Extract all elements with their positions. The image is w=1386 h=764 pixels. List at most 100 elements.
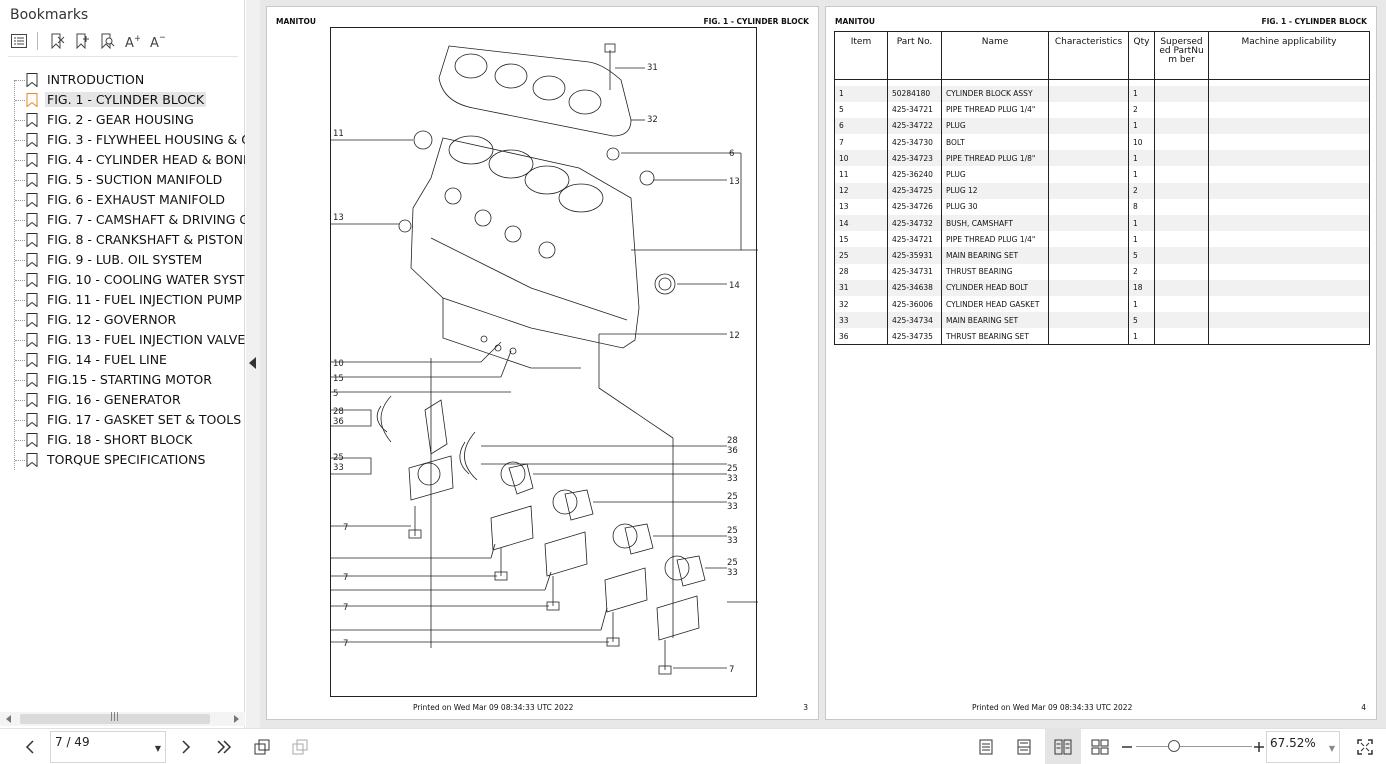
cell-superseded <box>1154 215 1209 232</box>
bookmark-item[interactable]: FIG. 8 - CRANKSHAFT & PISTON <box>0 230 245 250</box>
zoom-in-button[interactable] <box>1249 737 1269 757</box>
page-number-selector[interactable]: 7 / 49 ▼ <box>50 731 166 763</box>
zoom-slider-thumb[interactable] <box>1168 740 1180 752</box>
bookmark-item[interactable]: TORQUE SPECIFICATIONS <box>0 450 245 470</box>
bookmark-icon <box>26 293 38 307</box>
diagram-callout-label: 7 <box>343 603 348 613</box>
two-page-view-button[interactable] <box>1053 737 1073 757</box>
bookmark-item[interactable]: FIG.15 - STARTING MOTOR <box>0 370 245 390</box>
page-figure-title: FIG. 1 - CYLINDER BLOCK <box>703 17 809 26</box>
cell-part-no: 425-34721 <box>887 231 942 248</box>
sidebar-collapse-strip[interactable] <box>246 0 260 728</box>
cell-machine-applicability <box>1208 182 1370 199</box>
sidebar-horizontal-scrollbar[interactable]: ||| <box>0 712 245 726</box>
cell-qty: 1 <box>1128 85 1155 102</box>
bookmark-item[interactable]: FIG. 6 - EXHAUST MANIFOLD <box>0 190 245 210</box>
cell-item: 7 <box>834 134 888 151</box>
bookmark-item[interactable]: FIG. 4 - CYLINDER HEAD & BONNET <box>0 150 245 170</box>
fullscreen-button[interactable] <box>1355 737 1375 757</box>
bookmark-label: FIG. 17 - GASKET SET & TOOLS <box>47 412 242 427</box>
bookmark-item[interactable]: FIG. 12 - GOVERNOR <box>0 310 245 330</box>
bookmark-icon <box>26 213 38 227</box>
find-bookmark-icon[interactable] <box>96 30 118 52</box>
document-viewer[interactable]: MANITOU FIG. 1 - CYLINDER BLOCK <box>260 0 1386 728</box>
previous-page-button[interactable] <box>20 737 40 757</box>
fullscreen-icon <box>1357 739 1373 755</box>
page-3: MANITOU FIG. 1 - CYLINDER BLOCK <box>266 6 819 720</box>
rotate-view-button[interactable] <box>252 737 272 757</box>
cell-part-no: 425-35931 <box>887 247 942 264</box>
tree-connector <box>15 360 25 361</box>
diagram-callout-label: 36 <box>333 417 344 427</box>
scroll-left-icon[interactable] <box>6 715 12 723</box>
bookmark-item[interactable]: FIG. 9 - LUB. OIL SYSTEM <box>0 250 245 270</box>
cell-item: 33 <box>834 312 888 329</box>
zoom-out-button[interactable] <box>1117 737 1137 757</box>
two-page-continuous-view-button[interactable] <box>1090 737 1110 757</box>
bookmark-label: FIG. 2 - GEAR HOUSING <box>47 112 194 127</box>
page-print-footer: Printed on Wed Mar 09 08:34:33 UTC 2022 <box>413 703 574 712</box>
cell-name: PLUG <box>941 166 1049 183</box>
zoom-level-selector[interactable]: 67.52% ▼ <box>1266 731 1340 763</box>
bookmark-item[interactable]: FIG. 13 - FUEL INJECTION VALVE <box>0 330 245 350</box>
bookmark-item[interactable]: FIG. 16 - GENERATOR <box>0 390 245 410</box>
continuous-view-button[interactable] <box>1014 737 1034 757</box>
scrollbar-thumb[interactable] <box>20 714 210 724</box>
scroll-right-icon[interactable] <box>234 715 240 723</box>
bookmark-item[interactable]: FIG. 18 - SHORT BLOCK <box>0 430 245 450</box>
cell-machine-applicability <box>1208 101 1370 118</box>
bookmark-item[interactable]: FIG. 14 - FUEL LINE <box>0 350 245 370</box>
cell-qty: 1 <box>1128 166 1155 183</box>
cell-item: 36 <box>834 328 888 346</box>
cell-characteristics <box>1048 150 1129 167</box>
double-chevron-right-icon <box>217 740 232 754</box>
bookmark-label: FIG. 5 - SUCTION MANIFOLD <box>47 172 223 187</box>
cell-qty: 1 <box>1128 328 1155 346</box>
page-number: 3 <box>803 703 808 712</box>
shrink-text-icon[interactable]: A− <box>146 30 168 52</box>
bookmark-icon <box>26 313 38 327</box>
single-page-view-button[interactable] <box>976 737 996 757</box>
two-page-view-active-highlight <box>1045 729 1081 764</box>
bookmarks-panel: Bookmarks A+ A− INTRODU <box>0 0 245 728</box>
bookmark-item[interactable]: FIG. 11 - FUEL INJECTION PUMP <box>0 290 245 310</box>
cell-machine-applicability <box>1208 198 1370 215</box>
expand-text-icon[interactable]: A+ <box>121 30 143 52</box>
bookmark-item[interactable]: FIG. 7 - CAMSHAFT & DRIVING GEAR <box>0 210 245 230</box>
zoom-slider-track[interactable] <box>1136 746 1252 747</box>
bottom-toolbar: 7 / 49 ▼ <box>0 728 1386 764</box>
diagram-callout-label: 28 <box>727 436 738 446</box>
bookmark-item[interactable]: INTRODUCTION <box>0 70 245 90</box>
bookmark-item[interactable]: FIG. 1 - CYLINDER BLOCK <box>0 90 245 110</box>
diagram-callout-label: 5 <box>333 389 338 399</box>
add-bookmark-icon[interactable] <box>71 30 93 52</box>
cell-characteristics <box>1048 279 1129 296</box>
cell-qty: 18 <box>1128 279 1155 296</box>
bookmark-item[interactable]: FIG. 5 - SUCTION MANIFOLD <box>0 170 245 190</box>
remove-bookmark-icon[interactable] <box>46 30 68 52</box>
collapse-sidebar-icon[interactable] <box>249 357 257 369</box>
cell-name: MAIN BEARING SET <box>941 247 1049 264</box>
tree-connector <box>15 280 25 281</box>
toolbar-separator <box>37 32 38 50</box>
last-page-button[interactable] <box>214 737 234 757</box>
diagram-callout-label: 14 <box>729 281 740 291</box>
diagram-callout-label: 33 <box>727 474 738 484</box>
bookmark-item[interactable]: FIG. 17 - GASKET SET & TOOLS <box>0 410 245 430</box>
copy-view-button[interactable] <box>290 737 310 757</box>
cell-characteristics <box>1048 101 1129 118</box>
next-page-button[interactable] <box>176 737 196 757</box>
cell-machine-applicability <box>1208 215 1370 232</box>
tree-connector <box>15 100 25 101</box>
cell-qty: 2 <box>1128 263 1155 280</box>
cell-characteristics <box>1048 231 1129 248</box>
tree-connector <box>15 340 25 341</box>
bookmark-item[interactable]: FIG. 3 - FLYWHEEL HOUSING & OIL SU <box>0 130 245 150</box>
cell-part-no: 425-34723 <box>887 150 942 167</box>
bookmark-item[interactable]: FIG. 2 - GEAR HOUSING <box>0 110 245 130</box>
bookmark-item[interactable]: FIG. 10 - COOLING WATER SYSTEM <box>0 270 245 290</box>
options-icon[interactable] <box>8 30 30 52</box>
